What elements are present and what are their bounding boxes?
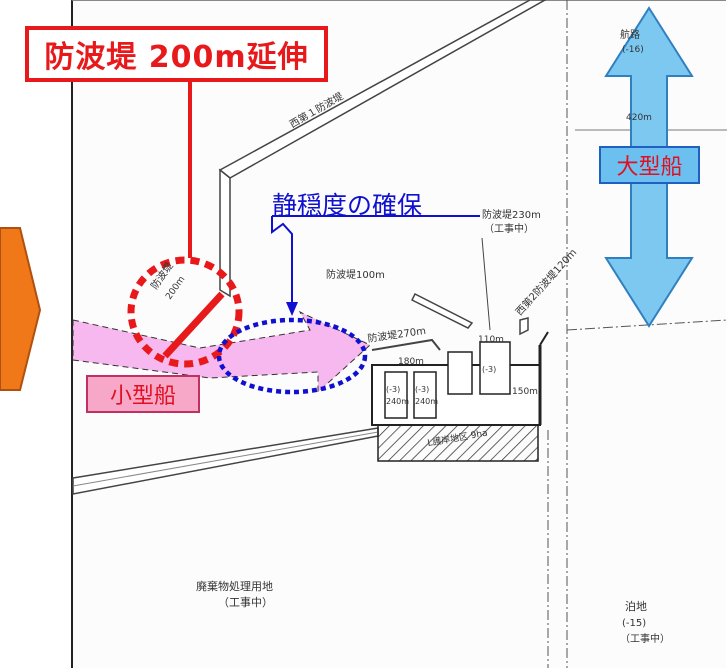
anchorage-note: （工事中） bbox=[620, 632, 670, 645]
orange-arrow-icon bbox=[0, 227, 42, 391]
terminal-block bbox=[371, 331, 549, 462]
channel-width: 420m bbox=[626, 113, 652, 123]
breakwater-extension-title: 防波堤 200m延伸 bbox=[25, 26, 328, 82]
extension-circle bbox=[127, 256, 243, 368]
depth-3b-length: 240m bbox=[415, 397, 438, 406]
map-frame bbox=[71, 0, 726, 668]
anchorage-depth: (-15) bbox=[622, 618, 646, 629]
breakwater-230-label: 防波堤230m bbox=[482, 208, 541, 221]
depth-3b-label: (-3) bbox=[415, 385, 429, 394]
channel-label: 航路 bbox=[620, 28, 640, 41]
calm-water-ellipse bbox=[216, 317, 368, 395]
calm-water-label: 静穏度の確保 bbox=[272, 191, 423, 220]
breakwater-200-length: 200m bbox=[164, 275, 187, 302]
breakwater-100 bbox=[410, 292, 474, 329]
anchorage-label: 泊地 bbox=[625, 600, 647, 613]
south-breakwater bbox=[72, 427, 379, 495]
waste-site-note: （工事中） bbox=[218, 596, 273, 609]
length-150-label: 150m bbox=[512, 387, 538, 397]
depth-3a-length: 240m bbox=[386, 397, 409, 406]
west-breakwater-2 bbox=[519, 317, 529, 336]
breakwater-vertical bbox=[219, 168, 231, 298]
breakwater-230-note: （工事中） bbox=[484, 222, 534, 235]
depth-3c-label: (-3) bbox=[482, 365, 496, 374]
length-110-label: 110m bbox=[478, 335, 504, 345]
west-breakwater-2-label: 西第2防波堤120m bbox=[513, 246, 580, 318]
channel-depth: (-16) bbox=[622, 45, 644, 55]
depth-3a-label: (-3) bbox=[386, 385, 400, 394]
breakwater-100-label: 防波堤100m bbox=[326, 268, 385, 281]
small-ship-label: 小型船 bbox=[86, 375, 200, 413]
large-ship-label: 大型船 bbox=[599, 146, 700, 184]
waste-site-label: 廃棄物処理用地 bbox=[196, 579, 273, 593]
length-180-label: 180m bbox=[398, 357, 424, 367]
breakwater-extension-line bbox=[162, 291, 225, 359]
